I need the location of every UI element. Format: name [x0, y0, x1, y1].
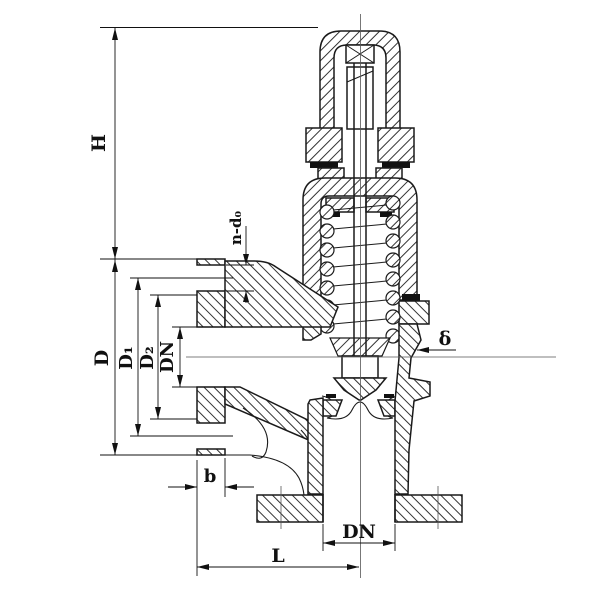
centerlines [186, 14, 556, 578]
outlet-flange [196, 258, 226, 456]
dim-label-n-d0: n-d₀ [227, 210, 245, 245]
cap-skirt [305, 127, 415, 168]
dim-label-delta: δ [439, 328, 452, 350]
cap [319, 30, 401, 133]
dimension-labels: H n-d₀ D D₁ D₂ DN δ b L DN [88, 134, 451, 567]
valve-graphics [196, 30, 463, 523]
disc-and-seat [321, 355, 399, 420]
dim-label-D: D [91, 350, 113, 366]
lower-spring-plate [329, 337, 391, 357]
dim-label-DN-inlet: DN [342, 521, 376, 543]
dim-label-L: L [271, 545, 284, 567]
dim-label-D2: D₂ [137, 346, 158, 370]
body-right-wall [394, 323, 431, 495]
arrowheads [112, 28, 429, 570]
inlet-pipe [256, 397, 463, 523]
gasket [382, 162, 410, 168]
dim-label-DN-outlet: DN [157, 341, 178, 373]
bonnet [300, 177, 420, 301]
gasket [402, 294, 420, 301]
disc [332, 377, 388, 401]
spring [319, 195, 401, 357]
stem [353, 63, 367, 356]
dim-label-H: H [88, 134, 110, 152]
disc-holder [341, 355, 379, 379]
dim-label-D1: D₁ [116, 346, 137, 370]
dim-label-b: b [204, 466, 217, 487]
gasket [310, 162, 338, 168]
